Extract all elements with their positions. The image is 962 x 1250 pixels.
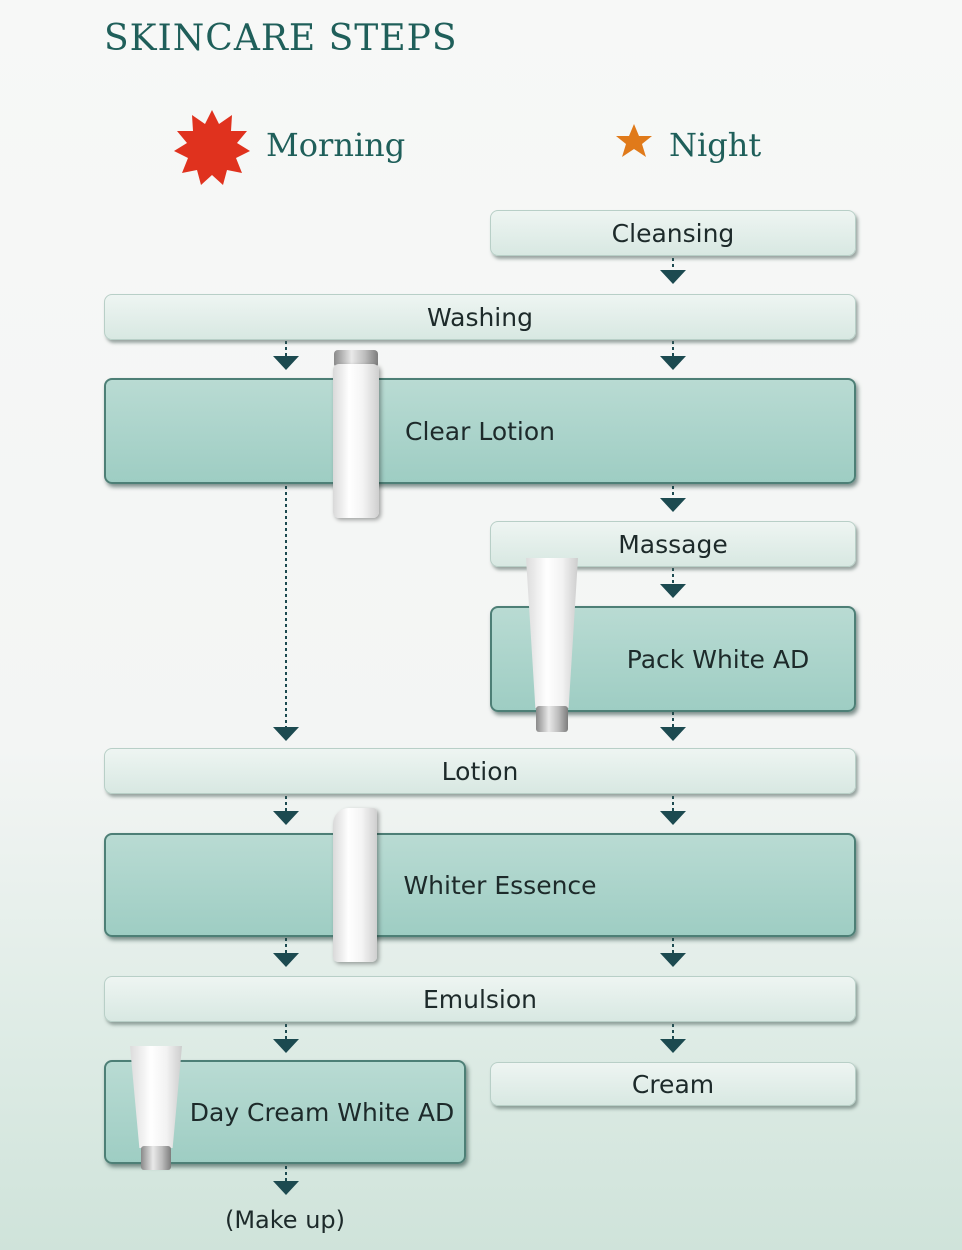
step-whiter-essence: Whiter Essence	[104, 833, 856, 937]
step-washing: Washing	[104, 294, 856, 340]
step-cleansing: Cleansing	[490, 210, 856, 256]
step-cream-label: Cream	[631, 1069, 715, 1099]
step-cleansing-label: Cleansing	[611, 218, 735, 248]
step-whiter-essence-label: Whiter Essence	[403, 870, 597, 900]
step-emulsion-label: Emulsion	[422, 984, 538, 1014]
step-lotion-label: Lotion	[441, 756, 519, 786]
legend-icons	[174, 110, 652, 185]
step-washing-label: Washing	[427, 302, 533, 332]
step-cream: Cream	[490, 1062, 856, 1106]
sun-icon	[174, 110, 250, 185]
legend-morning-label: Morning	[266, 126, 406, 164]
page-title: SKINCARE STEPS	[104, 18, 458, 59]
moon-star-icon	[593, 120, 652, 179]
step-clear-lotion: Clear Lotion	[104, 378, 856, 484]
legend-night-label: Night	[669, 126, 762, 164]
step-massage-label: Massage	[618, 529, 728, 559]
step-massage: Massage	[490, 521, 856, 567]
step-lotion: Lotion	[104, 748, 856, 794]
step-make-up-label: (Make up)	[224, 1206, 346, 1234]
step-emulsion: Emulsion	[104, 976, 856, 1022]
step-day-cream-white-ad-label: Day Cream White AD	[189, 1097, 455, 1127]
step-pack-white-ad-label: Pack White AD	[626, 644, 810, 674]
step-clear-lotion-label: Clear Lotion	[405, 416, 555, 446]
